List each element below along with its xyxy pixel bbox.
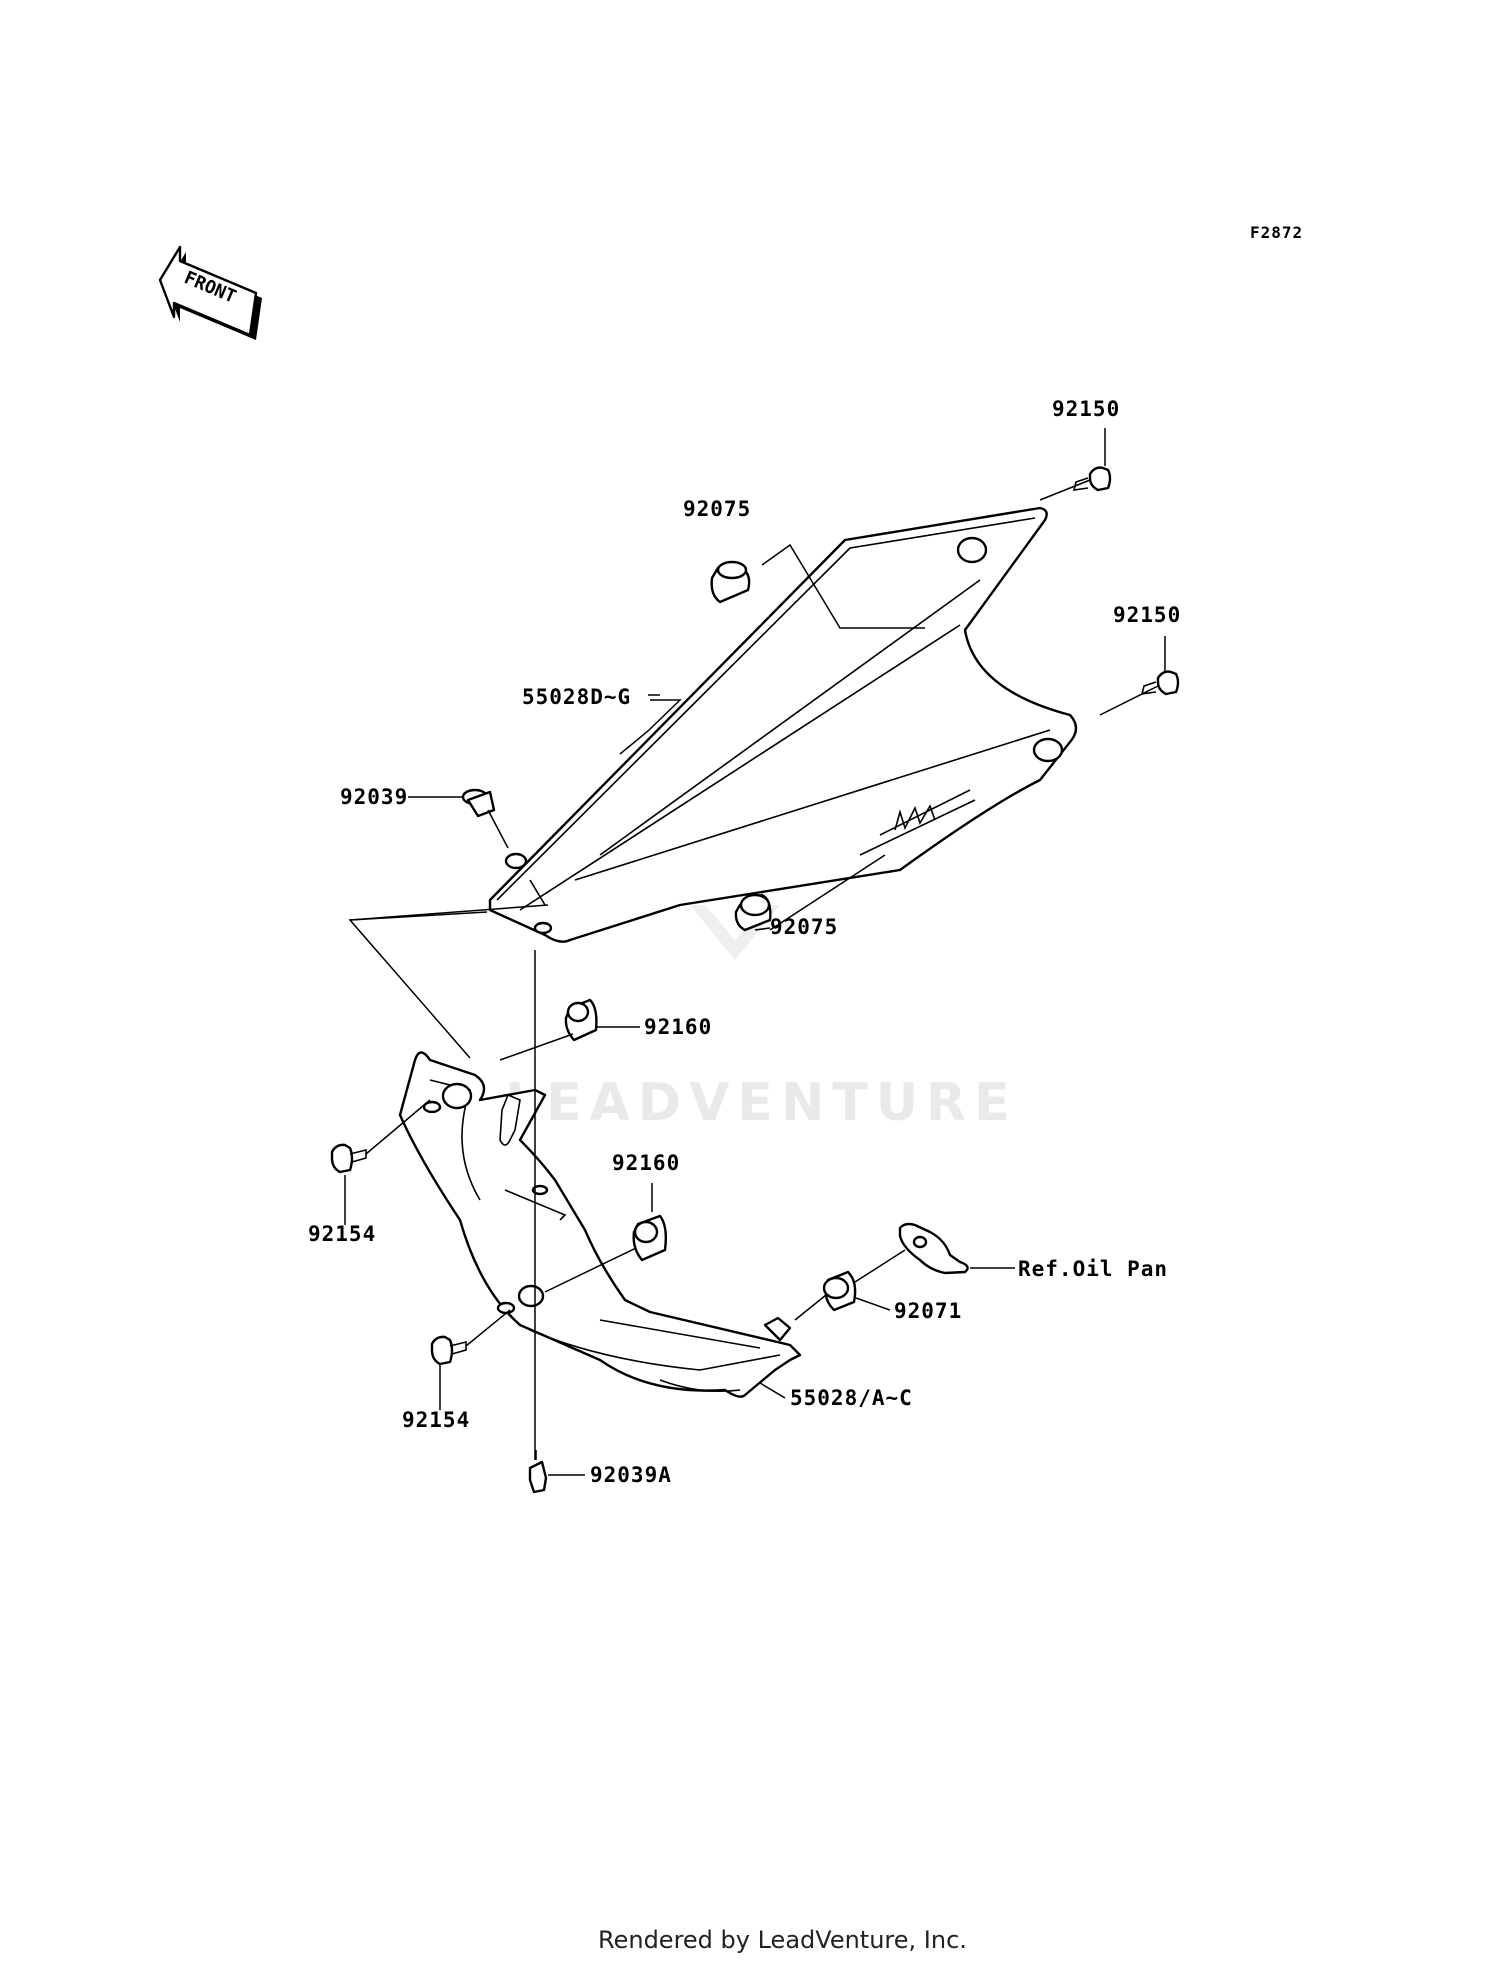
callout-92039: 92039 bbox=[340, 785, 408, 809]
clip-92039a bbox=[528, 1450, 548, 1494]
callout-92154-mid: 92154 bbox=[402, 1408, 470, 1432]
callout-92160-lower: 92160 bbox=[612, 1151, 680, 1175]
callout-55028-a-c: 55028/A~C bbox=[790, 1386, 913, 1410]
grommet-92075-upper bbox=[710, 560, 751, 604]
watermark-text: LEADVENTURE bbox=[505, 1073, 1018, 1133]
callout-92075-lower: 92075 bbox=[770, 915, 838, 939]
bolt-92150-top bbox=[1072, 466, 1112, 492]
bolt-92154-mid bbox=[430, 1335, 467, 1366]
damper-92160-upper bbox=[564, 998, 598, 1042]
upper-cover bbox=[488, 506, 1078, 943]
clip-92039 bbox=[461, 788, 496, 818]
callout-92154-left: 92154 bbox=[308, 1222, 376, 1246]
callout-92150-side: 92150 bbox=[1113, 603, 1181, 627]
callout-92150-top: 92150 bbox=[1052, 397, 1120, 421]
callout-92071: 92071 bbox=[894, 1299, 962, 1323]
callout-92075-upper: 92075 bbox=[683, 497, 751, 521]
callout-ref-oil-pan: Ref.Oil Pan bbox=[1018, 1257, 1168, 1281]
grommet-92071 bbox=[822, 1270, 857, 1312]
footer-credit: Rendered by LeadVenture, Inc. bbox=[598, 1926, 967, 1954]
callout-92039a: 92039A bbox=[590, 1463, 672, 1487]
damper-92160-lower bbox=[632, 1214, 668, 1262]
leader-lines bbox=[344, 428, 1166, 1476]
bolt-92150-side bbox=[1140, 670, 1180, 696]
front-arrow-icon: FRONT bbox=[158, 245, 262, 340]
bolt-92154-left bbox=[330, 1143, 367, 1174]
oil-pan-bracket bbox=[898, 1222, 969, 1275]
callout-55028d-g: 55028D~G bbox=[522, 685, 631, 709]
callout-92160-upper: 92160 bbox=[644, 1015, 712, 1039]
grommet-92075-lower bbox=[734, 893, 772, 932]
lower-cover bbox=[398, 1051, 802, 1398]
figure-code: F2872 bbox=[1250, 223, 1303, 242]
